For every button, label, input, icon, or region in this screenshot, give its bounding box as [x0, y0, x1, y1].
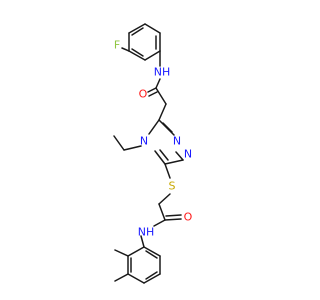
atom-triazole-n2: N: [184, 148, 192, 161]
bond-methyl-2: [114, 249, 129, 257]
molecule-canvas: F NH O N N N S O NH: [113, 23, 193, 284]
bond-nh-aryl2: [140, 235, 145, 248]
bond-ch2-carbonyl2: [158, 203, 166, 221]
bond-co2-double-b: [165, 214, 182, 217]
atom-triazole-n1: N: [173, 135, 181, 148]
bond-ethyl: [113, 135, 125, 151]
bond-co2-double-a: [164, 218, 182, 221]
atom-triazole-n4: N: [140, 135, 148, 148]
bond-s-ch2: [158, 193, 171, 205]
bond-nh-carbonyl: [155, 78, 161, 89]
fluorophenyl-ring: [128, 23, 161, 61]
molecule-structure: F NH O N N N S O NH: [113, 23, 193, 284]
triazole-ring: [148, 119, 184, 165]
atom-fluorine: F: [114, 39, 120, 52]
bond-co-double-a: [147, 87, 157, 93]
atom-sulfur: S: [169, 180, 176, 193]
bond-ch2-ch2: [158, 103, 167, 121]
atom-amide-oxygen-1: O: [139, 88, 148, 101]
dimethylphenyl-ring: [127, 246, 161, 284]
bond-carbonyl-ch2: [155, 87, 167, 105]
atom-amide-nh-2: NH: [138, 226, 155, 239]
bond-methyl-3: [114, 273, 129, 282]
bond-co-double-b: [148, 91, 158, 97]
bond-n-ethyl: [123, 145, 142, 151]
atom-amide-oxygen-2: O: [184, 211, 193, 224]
bond-c-s: [164, 163, 171, 179]
atom-amide-nh-1: NH: [154, 66, 171, 79]
bond-carbonyl2-nh: [153, 219, 166, 227]
bond-c-f: [121, 47, 130, 52]
